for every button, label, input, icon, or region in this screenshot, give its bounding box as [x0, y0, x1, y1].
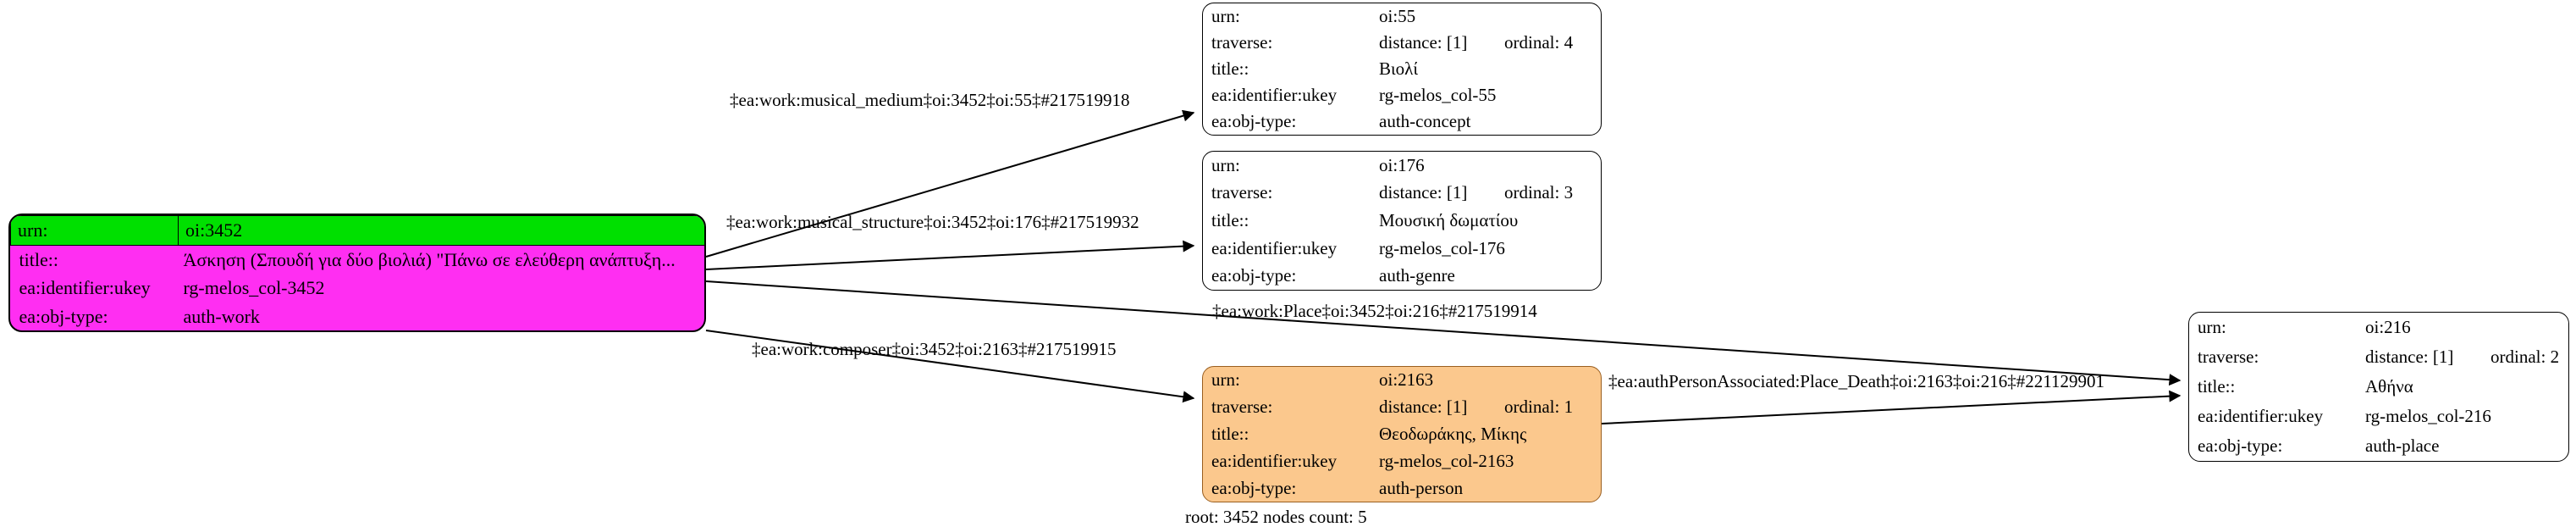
node-row-title: title:: Αθήνα: [2189, 372, 2568, 402]
node-fields: urn: oi:216 traverse: distance: [1] ordin…: [2189, 313, 2568, 461]
node-row-objtype: ea:obj-type: auth-genre: [1203, 262, 1601, 290]
edge-label-musical-medium: ‡ea:work:musical_medium‡oi:3452‡oi:55‡#2…: [730, 90, 1130, 110]
edge-label-place-death: ‡ea:authPersonAssociated:Place_Death‡oi:…: [1608, 371, 2104, 391]
field-label-ukey: ea:identifier:ukey: [1211, 85, 1338, 105]
node-oi-216[interactable]: urn: oi:216 traverse: distance: [1] ordin…: [2188, 312, 2569, 462]
field-value-urn: oi:176: [1379, 154, 1425, 175]
traverse-ordinal: ordinal: 3: [1504, 182, 1574, 203]
node-row-traverse: traverse: distance: [1] ordinal: 1: [1203, 394, 1601, 421]
node-row-ukey: ea:identifier:ukey rg-melos_col-3452: [11, 275, 705, 302]
node-row-title: title:: Μουσική δωματίου: [1203, 207, 1601, 235]
traverse-ordinal: ordinal: 1: [1504, 397, 1574, 418]
node-fields: urn: oi:55 traverse: distance: [1] ordina…: [1203, 3, 1601, 135]
node-row-title: title:: Βιολί: [1203, 56, 1601, 82]
node-row-urn: urn: oi:176: [1203, 152, 1601, 180]
graph-footer-caption: root: 3452 nodes count: 5: [1185, 507, 1367, 527]
node-oi-3452[interactable]: urn: oi:3452 title:: Άσκηση (Σπουδή για …: [8, 214, 706, 332]
field-label-objtype: ea:obj-type:: [1211, 477, 1297, 498]
field-value-objtype: auth-place: [2365, 435, 2440, 456]
traverse-distance: distance: [1]: [1379, 182, 1468, 203]
node-row-objtype: ea:obj-type: auth-person: [1203, 474, 1601, 502]
node-row-ukey: ea:identifier:ukey rg-melos_col-2163: [1203, 447, 1601, 474]
field-value-objtype: auth-genre: [1379, 265, 1455, 286]
field-value-title: Βιολί: [1379, 58, 1418, 79]
field-label-title: title::: [19, 248, 58, 270]
edge-line-musical-medium: [705, 109, 1195, 258]
field-label-traverse: traverse:: [1211, 397, 1273, 418]
node-row-traverse: traverse: distance: [1] ordinal: 4: [1203, 30, 1601, 56]
field-label-objtype: ea:obj-type:: [2198, 435, 2283, 456]
edge-line-musical-structure: [705, 240, 1195, 270]
node-row-urn: urn: oi:216: [2189, 313, 2568, 342]
field-value-urn: oi:55: [1379, 6, 1416, 26]
field-value-title: Θεοδωράκης, Μίκης: [1379, 423, 1527, 444]
node-fields: urn: oi:2163 traverse: distance: [1] ordi…: [1203, 367, 1601, 502]
field-label-ukey: ea:identifier:ukey: [1211, 450, 1338, 471]
field-label-objtype: ea:obj-type:: [1211, 111, 1297, 131]
field-label-title: title::: [1211, 209, 1249, 230]
field-label-traverse: traverse:: [2198, 347, 2259, 367]
edge-label-composer: ‡ea:work:composer‡oi:3452‡oi:2163‡#21751…: [752, 339, 1117, 359]
field-value-traverse: distance: [1] ordinal: 3: [1374, 180, 1601, 208]
field-value-ukey: rg-melos_col-55: [1379, 85, 1497, 105]
field-label-urn: urn:: [1211, 6, 1240, 26]
traverse-distance: distance: [1]: [2365, 347, 2454, 367]
field-value-ukey: rg-melos_col-2163: [1379, 450, 1514, 471]
node-oi-55[interactable]: urn: oi:55 traverse: distance: [1] ordina…: [1202, 3, 1602, 136]
field-value-title: Μουσική δωματίου: [1379, 209, 1519, 230]
traverse-distance: distance: [1]: [1379, 32, 1468, 53]
node-row-traverse: traverse: distance: [1] ordinal: 2: [2189, 342, 2568, 372]
node-fields: urn: oi:3452 title:: Άσκηση (Σπουδή για …: [10, 215, 705, 330]
field-label-urn: urn:: [1211, 369, 1240, 391]
traverse-ordinal: ordinal: 2: [2491, 347, 2560, 367]
field-value-objtype: auth-work: [183, 305, 260, 327]
field-value-title: Άσκηση (Σπουδή για δύο βιολιά) "Πάνω σε …: [183, 248, 676, 270]
edge-label-musical-structure: ‡ea:work:musical_structure‡oi:3452‡oi:17…: [726, 212, 1139, 232]
edge-line-place-death: [1601, 390, 2182, 424]
field-label-objtype: ea:obj-type:: [1211, 265, 1297, 286]
node-row-traverse: traverse: distance: [1] ordinal: 3: [1203, 180, 1601, 208]
field-label-title: title::: [1211, 423, 1249, 444]
field-label-ukey: ea:identifier:ukey: [1211, 237, 1338, 258]
field-value-traverse: distance: [1] ordinal: 4: [1374, 30, 1601, 56]
field-value-objtype: auth-person: [1379, 477, 1464, 498]
field-label-ukey: ea:identifier:ukey: [19, 277, 151, 299]
field-label-urn: urn:: [10, 215, 179, 246]
node-oi-176[interactable]: urn: oi:176 traverse: distance: [1] ordin…: [1202, 151, 1602, 291]
field-label-title: title::: [2198, 376, 2236, 397]
field-value-urn: oi:2163: [1379, 369, 1434, 391]
node-row-ukey: ea:identifier:ukey rg-melos_col-55: [1203, 82, 1601, 108]
field-label-title: title::: [1211, 58, 1249, 79]
field-value-title: Αθήνα: [2365, 376, 2413, 397]
node-row-objtype: ea:obj-type: auth-concept: [1203, 108, 1601, 135]
traverse-ordinal: ordinal: 4: [1504, 32, 1574, 53]
field-value-traverse: distance: [1] ordinal: 1: [1374, 394, 1601, 421]
field-label-urn: urn:: [2198, 317, 2226, 337]
node-row-title: title:: Θεοδωράκης, Μίκης: [1203, 421, 1601, 448]
field-label-traverse: traverse:: [1211, 182, 1273, 203]
node-row-objtype: ea:obj-type: auth-work: [11, 302, 705, 330]
field-label-traverse: traverse:: [1211, 32, 1273, 53]
field-value-ukey: rg-melos_col-176: [1379, 237, 1505, 258]
field-value-urn: oi:216: [2365, 317, 2411, 337]
node-row-objtype: ea:obj-type: auth-place: [2189, 431, 2568, 461]
node-fields: urn: oi:176 traverse: distance: [1] ordin…: [1203, 152, 1601, 290]
field-value-ukey: rg-melos_col-3452: [183, 277, 325, 299]
node-row-urn: urn: oi:3452: [10, 215, 704, 246]
node-row-urn: urn: oi:55: [1203, 3, 1601, 30]
field-label-urn: urn:: [1211, 154, 1240, 175]
field-value-objtype: auth-concept: [1379, 111, 1471, 131]
traverse-distance: distance: [1]: [1379, 397, 1468, 418]
node-row-ukey: ea:identifier:ukey rg-melos_col-216: [2189, 402, 2568, 431]
field-label-objtype: ea:obj-type:: [19, 305, 108, 327]
node-row-ukey: ea:identifier:ukey rg-melos_col-176: [1203, 235, 1601, 263]
node-row-urn: urn: oi:2163: [1203, 367, 1601, 394]
field-label-ukey: ea:identifier:ukey: [2198, 406, 2324, 426]
node-row-title: title:: Άσκηση (Σπουδή για δύο βιολιά) "…: [11, 245, 705, 274]
field-value-urn: oi:3452: [178, 215, 704, 246]
field-value-ukey: rg-melos_col-216: [2365, 406, 2491, 426]
field-value-traverse: distance: [1] ordinal: 2: [2360, 342, 2568, 372]
edge-label-work-place: ‡ea:work:Place‡oi:3452‡oi:216‡#217519914: [1212, 301, 1537, 321]
node-oi-2163[interactable]: urn: oi:2163 traverse: distance: [1] ordi…: [1202, 366, 1602, 502]
